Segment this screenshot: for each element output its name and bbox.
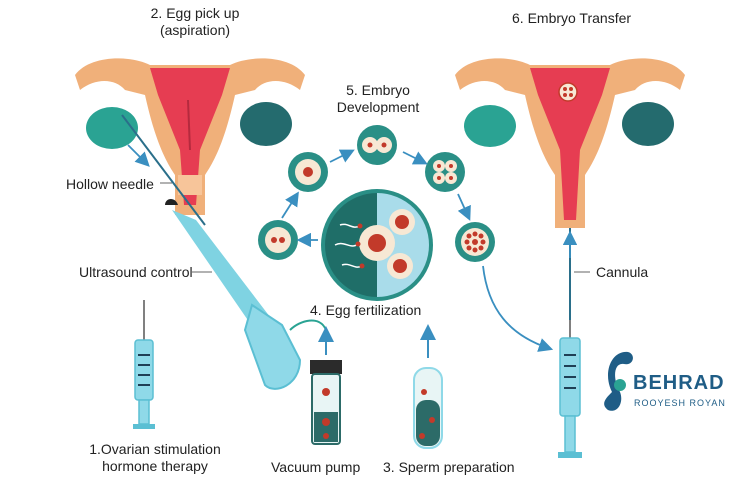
right-ovary — [240, 102, 292, 146]
embryo-cell-3 — [357, 125, 397, 165]
brand-name: BEHRAD — [633, 372, 725, 394]
label-step-4: 4. Egg fertilization — [310, 302, 422, 318]
label-step-1-title: 1.Ovarian stimulation — [89, 441, 221, 457]
label-step-3: 3. Sperm preparation — [383, 459, 515, 475]
label-step-2: 2. Egg pick up (aspiration) — [120, 5, 270, 39]
leader-lines — [160, 182, 590, 273]
label-step-5: 5. Embryo Development — [318, 82, 438, 116]
left-uterus — [75, 58, 305, 215]
label-cannula: Cannula — [596, 264, 649, 280]
vacuum-pump-tube — [310, 326, 342, 445]
label-ultrasound-control: Ultrasound control — [79, 264, 193, 280]
embryo-cell-2 — [288, 152, 328, 192]
left-ovary-2 — [464, 105, 516, 147]
embryo-cell-1 — [258, 220, 298, 260]
sperm-tube — [413, 324, 443, 449]
right-uterus — [455, 58, 685, 320]
label-step-5-subtitle: Development — [336, 99, 420, 115]
label-step-5-title: 5. Embryo — [346, 82, 410, 98]
brand-logo-icon — [604, 351, 633, 411]
hormone-syringe — [133, 300, 155, 429]
flow-arrows — [127, 144, 578, 352]
brand-tagline: ROOYESH ROYAN — [634, 398, 726, 408]
embryo-cell-4 — [425, 152, 465, 192]
right-ovary-2 — [622, 102, 674, 146]
label-step-6: 6. Embryo Transfer — [512, 10, 632, 26]
label-step-2-subtitle: (aspiration) — [159, 22, 231, 38]
transfer-syringe — [558, 320, 582, 458]
label-step-2-title: 2. Egg pick up — [150, 5, 240, 21]
label-step-1: 1.Ovarian stimulation hormone therapy — [70, 441, 240, 475]
embryo-cell-5 — [455, 222, 495, 262]
label-hollow-needle: Hollow needle — [66, 176, 154, 192]
ultrasound-probe — [121, 114, 327, 390]
fertilization-cell — [321, 189, 433, 301]
label-vacuum-pump: Vacuum pump — [271, 459, 361, 475]
label-step-1-subtitle: hormone therapy — [102, 458, 208, 474]
implanted-embryo — [558, 82, 578, 102]
left-ovary — [86, 107, 138, 149]
